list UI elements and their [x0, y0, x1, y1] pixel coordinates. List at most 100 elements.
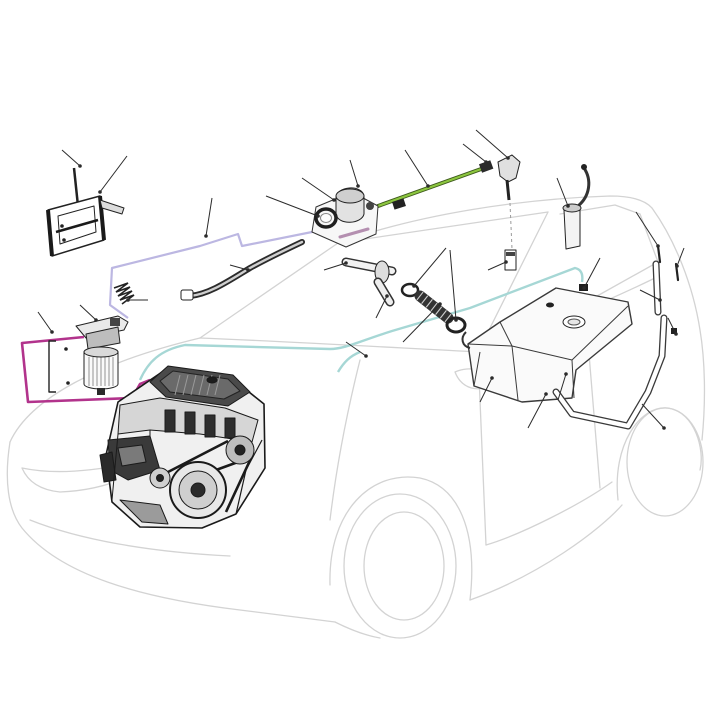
tank-vertical-edge — [511, 345, 519, 401]
leader-dot — [438, 302, 442, 306]
leader-line — [404, 149, 429, 187]
tank-body — [467, 287, 633, 403]
leader-dot — [50, 330, 54, 334]
leader-dot — [564, 372, 568, 376]
oil-pan — [119, 499, 169, 525]
vent-tube-dashed — [509, 202, 513, 250]
tank-step-line — [473, 351, 481, 387]
side-sill — [469, 504, 623, 601]
vent-valve-stem — [505, 179, 511, 201]
hose-rib — [444, 313, 452, 323]
roof-line — [337, 195, 653, 244]
callout-leaders — [37, 129, 685, 430]
block-detail-line — [111, 430, 151, 501]
bracket-hole — [60, 224, 64, 228]
rear-tire — [626, 407, 704, 517]
leader-dot — [504, 260, 508, 264]
tank-strap-short — [653, 261, 661, 315]
leader-dot — [662, 426, 666, 430]
leader-line — [205, 197, 213, 237]
rear-hatch — [651, 207, 706, 441]
green-vent-line — [376, 166, 486, 208]
leader-line — [99, 155, 128, 193]
hose-rib — [421, 295, 429, 304]
vent-valve-assembly — [478, 154, 521, 271]
rubber-hose-highlight — [188, 240, 304, 298]
pump-outlet — [366, 202, 374, 210]
leader-dot — [126, 298, 130, 302]
tank-vertical-edge-right — [571, 359, 575, 399]
leader-dot — [246, 268, 250, 272]
leader-dot — [316, 214, 320, 218]
filler-tube-clip — [581, 164, 587, 170]
hose-rib — [435, 306, 443, 315]
leader-dot — [582, 286, 586, 290]
leader-line — [61, 149, 81, 167]
hose-end-fitting — [180, 289, 194, 301]
teal-fuel-line — [138, 266, 584, 381]
leader-dot — [490, 376, 494, 380]
valve-cover-rib — [182, 374, 189, 396]
leader-line — [462, 143, 487, 163]
connector-cap — [506, 252, 515, 256]
leader-dot — [426, 184, 430, 188]
intake-runner — [204, 414, 216, 438]
mounting-bracket — [46, 167, 125, 257]
lavender-fuel-line — [108, 220, 341, 319]
leader-line — [475, 129, 509, 159]
neck-elbow — [375, 279, 393, 305]
leader-line — [229, 264, 249, 271]
bracket-tab — [99, 199, 125, 215]
leader-line — [265, 195, 319, 217]
leader-line — [641, 403, 665, 429]
leader-dot — [454, 318, 458, 322]
leader-line — [583, 257, 601, 289]
leader-dot — [675, 264, 679, 268]
vent-valve — [497, 154, 521, 183]
grille-line — [29, 519, 231, 557]
bracket-left-flange — [46, 209, 54, 257]
hood-edge — [9, 337, 201, 443]
filter-fitting — [110, 318, 120, 326]
alternator-hub — [234, 444, 246, 456]
leader-dot — [204, 234, 208, 238]
fuel-tank — [461, 284, 633, 403]
strap-bolt — [656, 244, 662, 264]
filler-tube-hose — [576, 167, 591, 208]
hose-coupling — [478, 160, 494, 173]
leader-line — [345, 341, 367, 357]
leader-dot — [332, 198, 336, 202]
leader-line — [349, 159, 359, 187]
hose-clamp — [400, 282, 420, 298]
tank-strap-long — [553, 315, 667, 429]
leader-line — [301, 177, 335, 201]
filter-drain — [97, 388, 105, 395]
hose-rib — [416, 291, 424, 301]
filler-neck-assembly — [341, 257, 467, 334]
leader-dot — [566, 204, 570, 208]
lower-bumper-edge — [334, 621, 381, 639]
black-coupling — [392, 198, 406, 210]
leader-dot — [656, 244, 660, 248]
leader-line — [375, 295, 388, 319]
leader-dot — [674, 332, 678, 336]
fuel-pump-module — [311, 187, 406, 248]
filler-tube-top — [562, 203, 582, 213]
idler-pulley-hub — [156, 474, 164, 482]
hose-rib — [439, 310, 447, 319]
filter-group-dot — [64, 347, 68, 351]
engine-mount — [99, 451, 117, 483]
timing-cover-edge — [235, 439, 263, 515]
crank-pulley-hub — [190, 482, 206, 498]
pump-hose-stub — [338, 227, 370, 239]
filter-group-bracket — [48, 340, 56, 393]
leader-dot — [356, 184, 360, 188]
leader-line — [449, 249, 457, 321]
leader-dot — [506, 156, 510, 160]
leader-dot — [94, 318, 98, 322]
leader-line — [79, 304, 97, 321]
valve-cover-rib — [214, 374, 221, 396]
valve-cover-rib — [190, 374, 197, 396]
o-ring-inner — [320, 213, 332, 223]
rubber-hose-assembly — [180, 239, 305, 301]
